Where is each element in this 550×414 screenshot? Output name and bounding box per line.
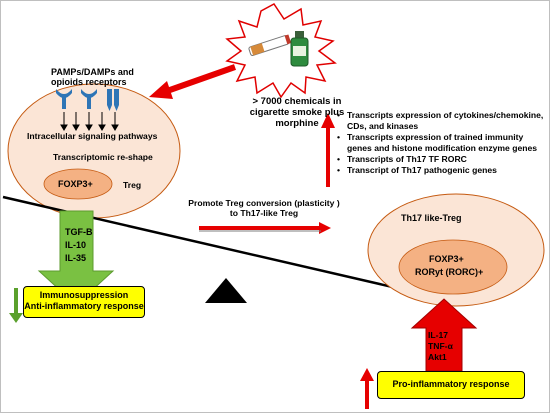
transcripts-increase-arrow xyxy=(321,113,335,187)
promote-label-line: Promote Treg conversion (plasticity ) xyxy=(188,198,340,208)
cytokine-item: IL-17 xyxy=(428,330,449,340)
smoke-label-line: > 7000 chemicals in xyxy=(252,96,342,107)
bullet-item: •Transcripts expression of trained immun… xyxy=(337,132,549,154)
cytokine-item: TGF-B xyxy=(65,227,93,237)
immunosuppression-decrease-arrow xyxy=(9,288,23,323)
bullet-item: •Transcript of Th17 pathogenic genes xyxy=(337,165,497,175)
pro-inflammatory-box: Pro-inflammatory response xyxy=(377,371,525,399)
th17-like-treg-nucleus xyxy=(398,239,508,295)
fulcrum xyxy=(205,278,247,303)
receptors-label-line: PAMPs/DAMPs and xyxy=(51,67,134,77)
th17-foxp3-label: FOXP3+ xyxy=(429,254,464,264)
pro-inflammatory-increase-arrow xyxy=(360,368,374,409)
cytokine-item: Akt1 xyxy=(428,352,447,362)
bullet-text: Transcript of Th17 pathogenic genes xyxy=(347,165,497,175)
signaling-arrows xyxy=(60,112,119,131)
smoke-burst-shape xyxy=(225,3,337,99)
smoke-label-line: cigarette smoke plus xyxy=(249,106,345,118)
cytokine-item: IL-35 xyxy=(65,253,87,263)
smoke-label-line: morphine xyxy=(275,117,319,129)
bullet-item: •Transcripts of Th17 TF RORC xyxy=(337,154,467,164)
treg-label: Treg xyxy=(123,180,142,190)
promote-conversion-arrow xyxy=(199,222,331,234)
promote-label-line: to Th17-like Treg xyxy=(229,207,299,218)
anti-inflammatory-line: Anti-inflammatory response xyxy=(24,300,144,311)
smoke-chemicals-label: > 7000 chemicals in cigarette smoke plus… xyxy=(247,96,347,130)
promote-conversion-label: Promote Treg conversion (plasticity ) to… xyxy=(179,198,349,219)
bullet-text: Transcripts expression of trained immuni… xyxy=(347,132,538,153)
cytokine-item: TNF-α xyxy=(428,341,453,351)
receptor-icons xyxy=(56,89,119,111)
receptors-label-line: opioids receptors xyxy=(51,77,127,88)
cytokine-item: IL-10 xyxy=(65,240,87,250)
anti-inflammatory-cytokines-list: TGF-B IL-10 IL-35 xyxy=(65,226,93,265)
transcripts-bullet-list: •Transcripts expression of cytokines/che… xyxy=(337,110,549,176)
immunosuppression-line: Immunosuppression xyxy=(39,290,129,300)
th17-roryt-label: RORyt (RORC)+ xyxy=(415,267,484,277)
bullet-text: Transcripts expression of cytokines/chem… xyxy=(347,110,544,131)
treg-foxp3-label: FOXP3+ xyxy=(58,179,93,189)
morphine-bottle-icon xyxy=(290,31,309,67)
treg-nucleus xyxy=(43,168,113,200)
receptors-label: PAMPs/DAMPs and opioids receptors xyxy=(51,67,134,88)
signaling-pathways-label: Intracellular signaling pathways xyxy=(27,131,158,141)
immunosuppression-box: Immunosuppression Anti-inflammatory resp… xyxy=(23,286,145,318)
cigarette-icon xyxy=(248,34,292,56)
transcriptomic-reshape-label: Transcriptomic re-shape xyxy=(53,152,153,162)
pro-inflammatory-cytokines-list: IL-17 TNF-α Akt1 xyxy=(428,330,453,363)
pro-inflammatory-cytokines-arrow xyxy=(410,298,478,372)
bullet-item: •Transcripts expression of cytokines/che… xyxy=(337,110,549,132)
bullet-text: Transcripts of Th17 TF RORC xyxy=(347,154,467,164)
th17-like-treg-title: Th17 like-Treg xyxy=(401,213,462,223)
treg-cell-body xyxy=(7,83,181,219)
chemicals-to-receptors-arrow xyxy=(149,64,236,99)
